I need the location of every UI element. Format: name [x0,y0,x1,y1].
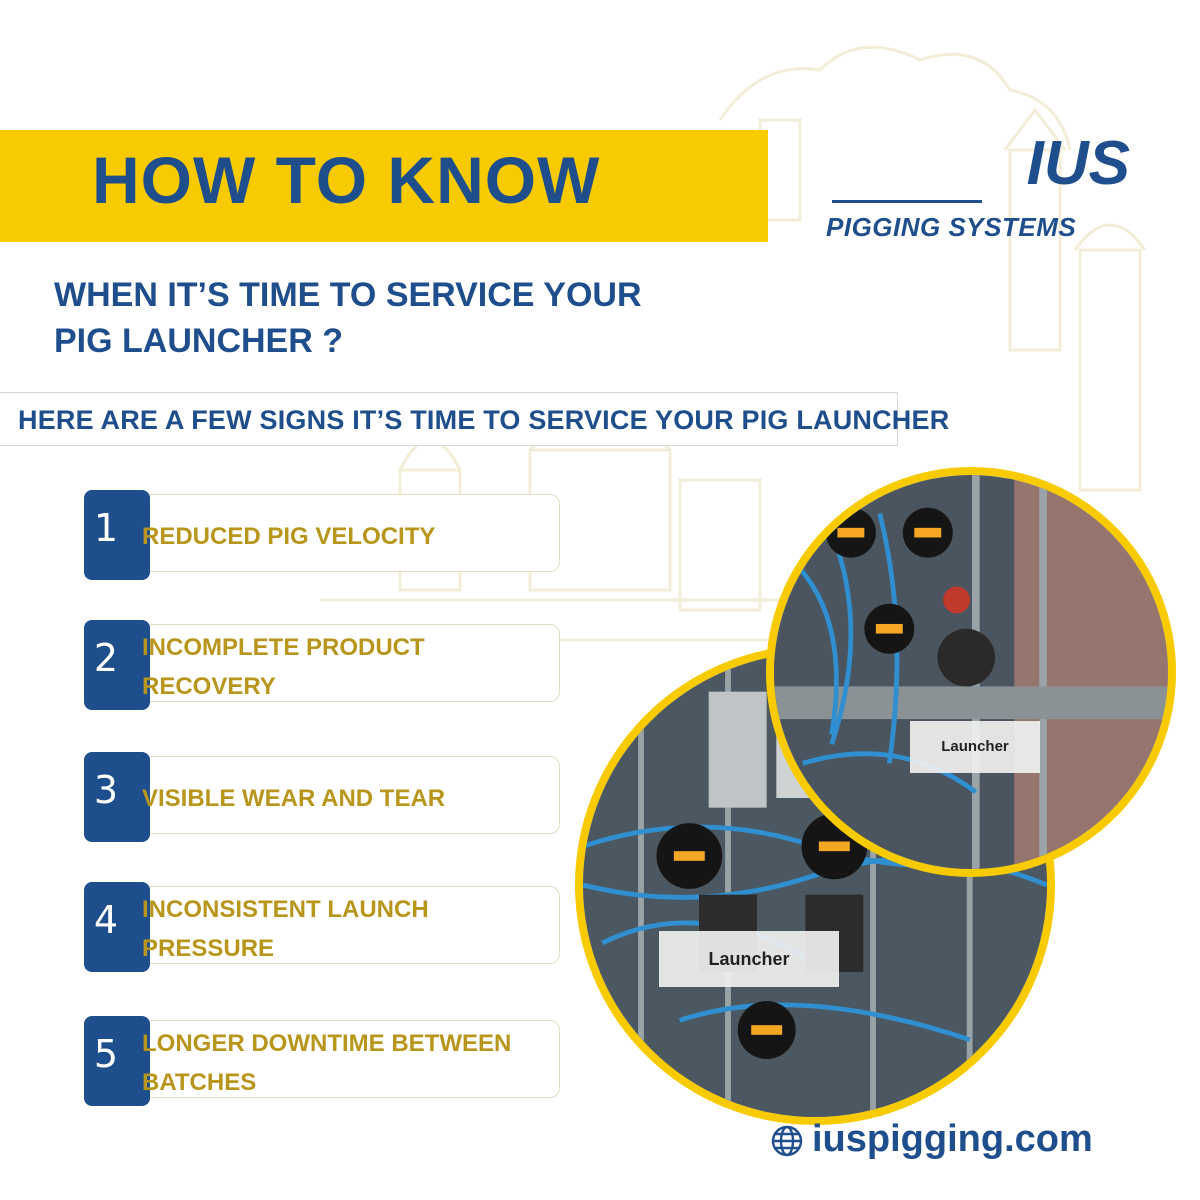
list-item-line-2: RECOVERY [142,673,276,700]
launcher-equipment-illustration [774,475,1168,869]
list-item-box [124,624,560,702]
list-item-number: 1 [93,506,119,550]
subtitle-line-2: PIG LAUNCHER ? [54,322,343,360]
globe-icon [771,1125,803,1157]
list-item-text: VISIBLE WEAR AND TEAR [142,779,552,818]
list-item-box [124,886,560,964]
list-item-text: INCOMPLETE PRODUCT RECOVERY [142,628,552,706]
list-item-text: LONGER DOWNTIME BETWEEN BATCHES [142,1024,552,1102]
list-item-box [124,1020,560,1098]
list-item: 3 VISIBLE WEAR AND TEAR [84,752,562,842]
list-item-number: 5 [93,1032,119,1076]
number-badge: 5 [84,1016,150,1106]
list-item-number: 3 [93,768,119,812]
list-item-line-1: INCOMPLETE PRODUCT [142,634,425,661]
number-badge: 2 [84,620,150,710]
list-item-number: 4 [93,898,119,942]
list-item-box [124,756,560,834]
list-item: 4 INCONSISTENT LAUNCH PRESSURE [84,882,562,972]
list-item-line-1: INCONSISTENT LAUNCH [142,896,429,923]
number-badge: 1 [84,490,150,580]
launcher-photo-small: Launcher [766,467,1176,877]
list-item-line-2: BATCHES [142,1069,257,1096]
number-badge: 4 [84,882,150,972]
logo-underline [832,200,982,203]
list-item-line-1: VISIBLE WEAR AND TEAR [142,785,446,812]
website-link[interactable]: iuspigging.com [812,1118,1093,1160]
list-item-line-1: REDUCED PIG VELOCITY [142,523,436,550]
logo-brand: IUS [1026,129,1130,198]
signs-heading: HERE ARE A FEW SIGNS IT’S TIME TO SERVIC… [18,405,950,435]
photo-label-large: Launcher [659,931,839,987]
list-item: 5 LONGER DOWNTIME BETWEEN BATCHES [84,1016,562,1106]
list-item-text: REDUCED PIG VELOCITY [142,517,552,556]
list-item-line-2: PRESSURE [142,935,275,962]
page-title: HOW TO KNOW [92,143,601,217]
number-badge: 3 [84,752,150,842]
signs-heading-bar: HERE ARE A FEW SIGNS IT’S TIME TO SERVIC… [0,392,950,446]
logo-tagline: PIGGING SYSTEMS [826,212,1077,242]
list-item-box [124,494,560,572]
subtitle: WHEN IT’S TIME TO SERVICE YOUR PIG LAUNC… [54,272,754,364]
list-item-number: 2 [93,636,119,680]
subtitle-line-1: WHEN IT’S TIME TO SERVICE YOUR [54,276,642,314]
list-item-text: INCONSISTENT LAUNCH PRESSURE [142,890,552,968]
list-item: 1 REDUCED PIG VELOCITY [84,490,562,580]
photo-label-small: Launcher [910,721,1040,773]
list-item: 2 INCOMPLETE PRODUCT RECOVERY [84,620,562,710]
title-banner [0,130,768,242]
list-item-line-1: LONGER DOWNTIME BETWEEN [142,1030,512,1057]
